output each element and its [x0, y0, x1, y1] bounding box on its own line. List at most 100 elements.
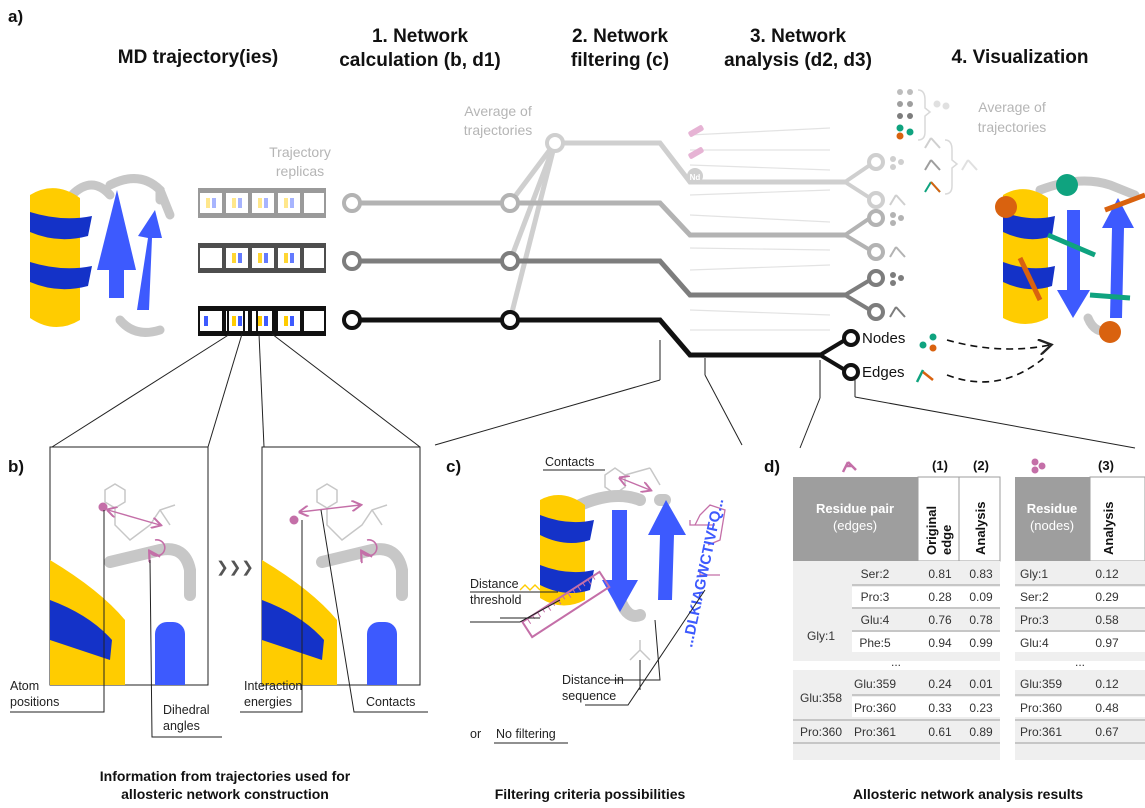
- header-step4: 4. Visualization: [952, 47, 1089, 68]
- original-edge-line1: Original: [924, 506, 939, 555]
- orig-gly1-pro3: 0.28: [928, 590, 952, 604]
- analysis-edge-header: Analysis: [973, 502, 988, 555]
- an-gly1-phe5: 0.99: [969, 636, 993, 650]
- panel-b-caption-line1: Information from trajectories used for: [100, 768, 351, 784]
- node-glyph-green: [919, 341, 927, 349]
- an-glu358-glu359: 0.01: [969, 677, 993, 691]
- pair-glu359: Glu:359: [854, 677, 896, 691]
- filter-icons: Nd: [687, 125, 704, 184]
- nodes-subheader: (nodes): [1030, 518, 1074, 533]
- node-glyph-orange: [929, 344, 937, 352]
- panel-d-caption: Allosteric network analysis results: [853, 786, 1084, 802]
- header-step3-line1: 3. Network: [750, 26, 847, 47]
- average-trajectories-line2: trajectories: [464, 122, 532, 138]
- an-glu358-pro360: 0.23: [969, 701, 993, 715]
- pipeline-nodes: [342, 133, 885, 381]
- panel-c-label: c): [446, 457, 461, 476]
- edge-glyph-orange: [922, 371, 934, 381]
- edge-glyph-green: [915, 369, 925, 383]
- pair-pro360: Pro:360: [854, 701, 896, 715]
- interaction-energies-line1: Interaction: [244, 679, 302, 693]
- atom-positions-line1: Atom: [10, 679, 39, 693]
- filter-fan-lines: [689, 127, 831, 331]
- col-3-label: (3): [1098, 458, 1114, 473]
- panel-d-label: d): [764, 457, 780, 476]
- orig-gly1-phe5: 0.94: [928, 636, 952, 650]
- nodes-dashed-arrow: [946, 340, 1050, 349]
- pipeline-light: [352, 200, 872, 252]
- zoom-connectors: [51, 333, 1136, 449]
- orig-gly1-glu4: 0.76: [928, 613, 952, 627]
- node-icon: [1031, 458, 1046, 474]
- trajectory-replicas-line1: Trajectory: [269, 144, 331, 160]
- an-gly1-pro3: 0.09: [969, 590, 993, 604]
- residue-pair-header: Residue pair: [816, 501, 894, 516]
- node-val-3: 0.97: [1095, 636, 1119, 650]
- node-val-4: 0.12: [1095, 677, 1119, 691]
- node-val-1: 0.29: [1095, 590, 1119, 604]
- average-trajectories-2-line2: trajectories: [978, 119, 1046, 135]
- distance-threshold-line2: threshold: [470, 593, 521, 607]
- pair-ser2: Ser:2: [861, 567, 890, 581]
- col-1-label: (1): [932, 458, 948, 473]
- no-filtering-label: No filtering: [496, 727, 556, 741]
- an-pro360-pro361: 0.89: [969, 725, 993, 739]
- panel-b-leaders: [10, 509, 428, 738]
- panel-c-caption: Filtering criteria possibilities: [495, 786, 686, 802]
- contacts-label-b: Contacts: [366, 695, 415, 709]
- interaction-energies-line2: energies: [244, 695, 292, 709]
- panel-a-label: a): [8, 7, 23, 26]
- header-step1-line2: calculation (b, d1): [339, 50, 501, 71]
- dihedral-angles-line2: angles: [163, 719, 200, 733]
- node-edge-glyphs: [889, 156, 906, 318]
- distance-in-sequence-line2: sequence: [562, 689, 616, 703]
- protein-cartoon-left: [30, 174, 175, 337]
- or-label: or: [470, 727, 481, 741]
- contacts-label-c: Contacts: [545, 455, 594, 469]
- node-val-2: 0.58: [1095, 613, 1119, 627]
- protein-visualization-right: [995, 174, 1145, 343]
- pair-phe5: Phe:5: [859, 636, 891, 650]
- header-step3-line2: analysis (d2, d3): [724, 50, 872, 71]
- orig-glu358-glu359: 0.24: [928, 677, 952, 691]
- res-glu358: Glu:358: [800, 691, 842, 705]
- node-val-6: 0.67: [1095, 725, 1119, 739]
- panel-b-caption-line2: allosteric network construction: [121, 786, 329, 802]
- edge-icon: [841, 461, 857, 473]
- node-res-6: Pro:361: [1020, 725, 1062, 739]
- panel-b-scene-2: [262, 483, 408, 685]
- col-2-label: (2): [973, 458, 989, 473]
- an-gly1-glu4: 0.78: [969, 613, 993, 627]
- pair-pro361: Pro:361: [854, 725, 896, 739]
- header-step1-line1: 1. Network: [372, 26, 469, 47]
- distance-in-sequence-line1: Distance in: [562, 673, 624, 687]
- orig-gly1-ser2: 0.81: [928, 567, 952, 581]
- residue-header: Residue: [1027, 501, 1078, 516]
- an-gly1-ser2: 0.83: [969, 567, 993, 581]
- pipeline-dark: [352, 317, 847, 372]
- node-glyph-green2: [929, 333, 937, 341]
- average-trajectories-2-line1: Average of: [978, 99, 1046, 115]
- sequence-label: ...DLKIAGWCTIVFQ...: [679, 497, 727, 649]
- edges-label: Edges: [862, 364, 905, 381]
- dihedral-angles-line1: Dihedral: [163, 703, 210, 717]
- res-pro360: Pro:360: [800, 725, 842, 739]
- edges-dashed-arrow: [946, 356, 1046, 383]
- panel-c-protein: [519, 467, 726, 661]
- analysis-node-header: Analysis: [1101, 502, 1116, 555]
- distance-threshold-line1: Distance: [470, 577, 519, 591]
- orig-pro360-pro361: 0.61: [928, 725, 952, 739]
- node-res-3: Glu:4: [1020, 636, 1049, 650]
- node-res-1: Ser:2: [1020, 590, 1049, 604]
- orig-glu358-pro360: 0.33: [928, 701, 952, 715]
- panel-b-scene-1: [50, 483, 196, 685]
- pipeline-medium: [352, 258, 872, 312]
- node-table-rows: [1015, 561, 1145, 760]
- node-res-5: Pro:360: [1020, 701, 1062, 715]
- nd-badge: Nd: [690, 173, 701, 182]
- node-res-0: Gly:1: [1020, 567, 1048, 581]
- header-step2-line1: 2. Network: [572, 26, 669, 47]
- pair-pro3: Pro:3: [861, 590, 890, 604]
- panel-b-label: b): [8, 457, 24, 476]
